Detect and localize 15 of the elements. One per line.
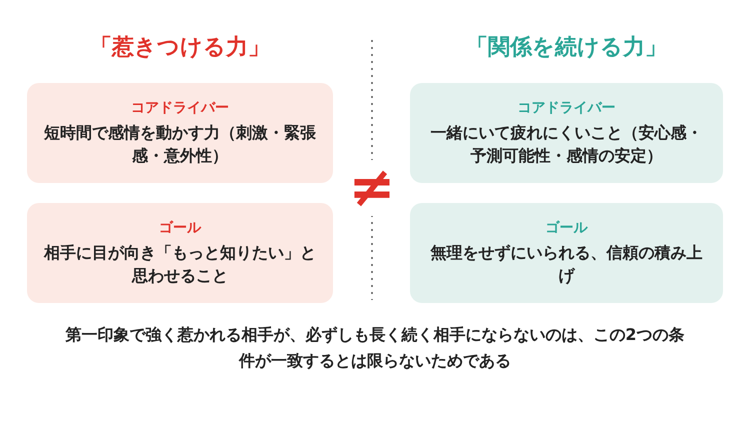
info-card bbox=[27, 203, 333, 303]
info-card bbox=[410, 203, 723, 303]
card-heading: ゴール bbox=[159, 218, 201, 237]
card-text: 相手に目が向き「もっと知りたい」と思わせること bbox=[42, 242, 317, 287]
card-text: 無理をせずにいられる、信頼の積み上げ bbox=[429, 242, 704, 287]
card-text: 一緒にいて疲れにくいこと（安心感・予測可能性・感情の安定） bbox=[430, 122, 704, 167]
card-heading: コアドライバー bbox=[518, 98, 616, 117]
card-heading: コアドライバー bbox=[131, 98, 229, 117]
column-heading: 「関係を続ける力」 bbox=[465, 34, 668, 62]
card-heading: ゴール bbox=[546, 218, 588, 237]
info-card bbox=[410, 83, 723, 183]
caption: 第一印象で強く惹かれる相手が、必ずしも長く続く相手にならないのは、この2つの条件が一致するとは限らないためである bbox=[64, 324, 686, 372]
column-heading: 「惹きつける力」 bbox=[89, 34, 271, 62]
card-text: 短時間で感情を動かす力（刺激・緊張感・意外性） bbox=[43, 122, 317, 167]
info-card bbox=[27, 83, 333, 183]
